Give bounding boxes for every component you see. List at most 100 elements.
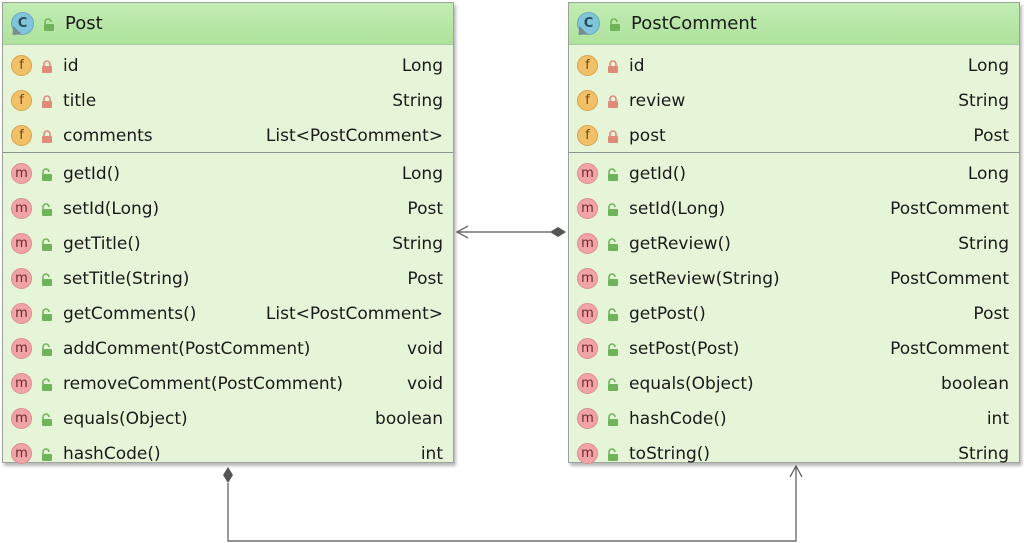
class-kind-icon: C [11, 12, 34, 35]
class-kind-icon: C [577, 12, 600, 35]
method-name: getId() [629, 163, 686, 184]
method-row[interactable]: m setId(Long) PostComment [569, 191, 1019, 226]
method-return-type: String [392, 233, 443, 254]
method-return-type: PostComment [890, 268, 1009, 289]
method-name: getTitle() [63, 233, 141, 254]
field-row[interactable]: f review String [569, 83, 1019, 118]
method-return-type: void [407, 338, 443, 359]
method-row[interactable]: m equals(Object) boolean [569, 366, 1019, 401]
method-row[interactable]: m equals(Object) boolean [3, 401, 453, 436]
method-return-type: int [420, 443, 443, 464]
method-icon: m [577, 443, 598, 464]
method-name: setId(Long) [629, 198, 726, 219]
private-lock-icon [607, 94, 619, 108]
method-return-type: Post [973, 303, 1009, 324]
field-row[interactable]: f id Long [3, 48, 453, 83]
method-row[interactable]: m getTitle() String [3, 226, 453, 261]
method-row[interactable]: m setTitle(String) Post [3, 261, 453, 296]
method-name: setReview(String) [629, 268, 780, 289]
method-icon: m [577, 198, 598, 219]
field-icon: f [11, 90, 32, 111]
method-icon: m [577, 338, 598, 359]
method-name: setTitle(String) [63, 268, 190, 289]
public-unlock-icon [607, 272, 619, 286]
method-row[interactable]: m setId(Long) Post [3, 191, 453, 226]
method-icon: m [11, 443, 32, 464]
field-name: title [63, 90, 97, 111]
method-icon: m [11, 338, 32, 359]
method-return-type: int [986, 408, 1009, 429]
method-name: addComment(PostComment) [63, 338, 311, 359]
field-icon: f [577, 125, 598, 146]
class-name: Post [65, 13, 103, 34]
public-unlock-icon [43, 17, 55, 31]
public-unlock-icon [607, 307, 619, 321]
method-name: getPost() [629, 303, 706, 324]
method-icon: m [11, 163, 32, 184]
method-name: getComments() [63, 303, 197, 324]
method-icon: m [11, 233, 32, 254]
field-row[interactable]: f id Long [569, 48, 1019, 83]
public-unlock-icon [41, 412, 53, 426]
field-name: comments [63, 125, 153, 146]
public-unlock-icon [41, 377, 53, 391]
method-return-type: boolean [375, 408, 443, 429]
private-lock-icon [607, 129, 619, 143]
method-icon: m [577, 303, 598, 324]
method-return-type: String [958, 233, 1009, 254]
composition-diamond-icon [223, 467, 233, 483]
method-row[interactable]: m hashCode() int [3, 436, 453, 471]
method-row[interactable]: m getId() Long [569, 156, 1019, 191]
method-name: hashCode() [63, 443, 161, 464]
method-icon: m [11, 303, 32, 324]
class-box-post[interactable]: C Post f id Long f title String f commen… [2, 2, 454, 464]
method-row[interactable]: m setReview(String) PostComment [569, 261, 1019, 296]
fields-section: f id Long f review String f post Post [569, 45, 1019, 153]
field-row[interactable]: f post Post [569, 118, 1019, 153]
public-unlock-icon [607, 447, 619, 461]
composition-diamond-icon [550, 227, 566, 237]
class-box-postcomment[interactable]: C PostComment f id Long f review String … [568, 2, 1020, 464]
methods-section: m getId() Long m setId(Long) PostComment… [569, 153, 1019, 471]
method-icon: m [577, 233, 598, 254]
method-row[interactable]: m setPost(Post) PostComment [569, 331, 1019, 366]
field-type: Long [401, 55, 443, 76]
public-unlock-icon [607, 412, 619, 426]
relation-postcomment-to-post[interactable] [455, 225, 566, 239]
method-return-type: List<PostComment> [265, 303, 443, 324]
method-row[interactable]: m getPost() Post [569, 296, 1019, 331]
method-name: equals(Object) [63, 408, 188, 429]
field-name: id [629, 55, 645, 76]
field-icon: f [11, 55, 32, 76]
field-name: post [629, 125, 666, 146]
field-type: List<PostComment> [265, 125, 443, 146]
method-icon: m [11, 198, 32, 219]
public-unlock-icon [41, 272, 53, 286]
public-unlock-icon [41, 307, 53, 321]
field-type: Long [967, 55, 1009, 76]
fields-section: f id Long f title String f comments List… [3, 45, 453, 153]
field-type: String [958, 90, 1009, 111]
method-name: setPost(Post) [629, 338, 740, 359]
methods-section: m getId() Long m setId(Long) Post m getT… [3, 153, 453, 471]
field-row[interactable]: f comments List<PostComment> [3, 118, 453, 153]
private-lock-icon [41, 59, 53, 73]
method-row[interactable]: m toString() String [569, 436, 1019, 471]
method-icon: m [577, 163, 598, 184]
method-icon: m [11, 268, 32, 289]
method-row[interactable]: m hashCode() int [569, 401, 1019, 436]
method-row[interactable]: m getComments() List<PostComment> [3, 296, 453, 331]
method-row[interactable]: m getReview() String [569, 226, 1019, 261]
relation-post-to-postcomment[interactable] [223, 464, 803, 542]
field-row[interactable]: f title String [3, 83, 453, 118]
method-name: setId(Long) [63, 198, 160, 219]
public-unlock-icon [41, 342, 53, 356]
method-row[interactable]: m addComment(PostComment) void [3, 331, 453, 366]
public-unlock-icon [41, 202, 53, 216]
method-name: toString() [629, 443, 711, 464]
class-header: C PostComment [569, 3, 1019, 45]
method-row[interactable]: m removeComment(PostComment) void [3, 366, 453, 401]
field-icon: f [11, 125, 32, 146]
method-row[interactable]: m getId() Long [3, 156, 453, 191]
